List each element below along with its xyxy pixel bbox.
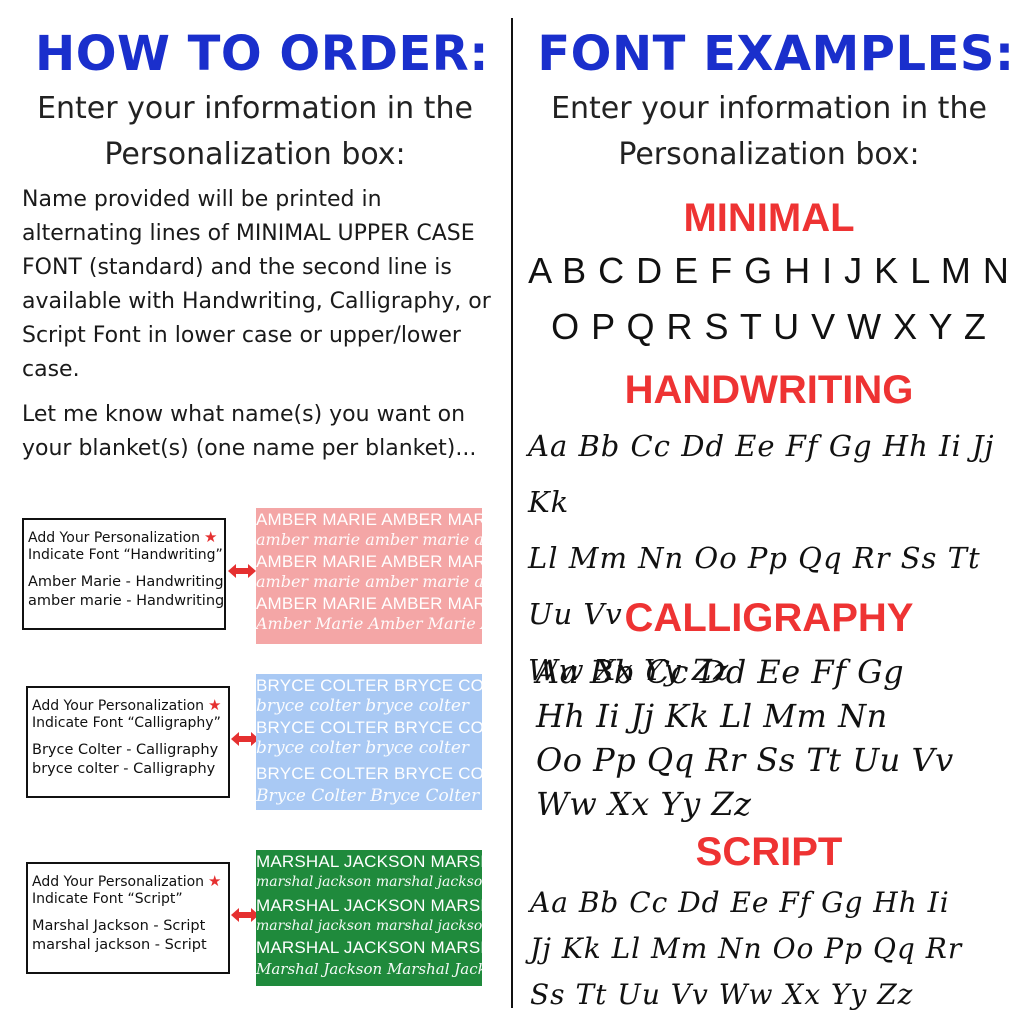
preview-lower-line: bryce colter bryce colter [256, 738, 470, 758]
preview-upper-line: MARSHAL JACKSON MARSHAL [256, 938, 482, 957]
column-divider [511, 18, 513, 1008]
box-heading: Add Your Personalization [28, 530, 201, 546]
calligraphy-heading: CALLIGRAPHY [624, 596, 914, 640]
box-heading: Add Your Personalization [32, 698, 205, 714]
double-arrow-icon [231, 732, 259, 746]
minimal-alphabet-row-1: A B C D E F G H I J K L M N [528, 250, 1010, 291]
calligraphy-row: Ww Xx Yy Zz [536, 785, 752, 823]
font-examples-title: FONT EXAMPLES: [537, 26, 1015, 82]
box-font-instruction: Indicate Font “Calligraphy” [32, 715, 221, 731]
handwriting-row: Aa Bb Cc Dd Ee Ff Gg Hh Ii Jj Kk [528, 429, 995, 519]
calligraphy-alphabet: Aa Bb Cc Dd Ee Ff Gg Hh Ii Jj Kk Ll Mm N… [536, 650, 1024, 826]
preview-upper-line: BRYCE COLTER BRYCE COLTER [256, 676, 482, 695]
preview-lower-line: bryce colter bryce colter [256, 696, 470, 716]
box-name-upper: Bryce Colter - Calligraphy [32, 742, 219, 758]
personalization-box: Add Your Personalization★ Indicate Font … [26, 862, 230, 974]
box-name-lower: bryce colter - Calligraphy [32, 761, 216, 777]
preview-upper-line: AMBER MARIE AMBER MARIE [256, 594, 482, 613]
box-font-instruction: Indicate Font “Script” [32, 891, 183, 907]
how-to-order-title: HOW TO ORDER: [35, 26, 489, 82]
preview-upper-line: MARSHAL JACKSON MARSHAL [256, 896, 482, 915]
how-to-order-subtitle: Enter your information in the Personaliz… [0, 86, 510, 178]
minimal-heading: MINIMAL [683, 196, 855, 240]
preview-upper-line: BRYCE COLTER BRYCE COLTER [256, 718, 482, 737]
preview-lower-line: marshal jackson marshal jackson marshal [256, 918, 482, 934]
handwriting-row: Ww Xx Yy Zz [528, 653, 730, 687]
preview-lower-line: amber marie amber marie amber marie [256, 530, 482, 549]
box-name-upper: Marshal Jackson - Script [32, 918, 206, 934]
preview-lower-line: marshal jackson marshal jackson marshal [256, 874, 482, 890]
script-row: Aa Bb Cc Dd Ee Ff Gg Hh Ii [530, 886, 950, 919]
preview-lower-line: amber marie amber marie amber marie [256, 572, 482, 591]
script-row: Ss Tt Uu Vv Ww Xx Yy Zz [530, 978, 914, 1011]
double-arrow-icon [231, 908, 259, 922]
subtitle-line-1: Enter your information in the [37, 91, 473, 126]
preview-upper-line: AMBER MARIE AMBER MARIE [256, 552, 482, 571]
script-row: Jj Kk Ll Mm Nn Oo Pp Qq Rr [530, 932, 963, 965]
preview-mixed-line: Amber Marie Amber Marie Amber [256, 614, 482, 633]
preview-upper-line: BRYCE COLTER BRYCE COLTER [256, 764, 482, 783]
double-arrow-icon [228, 564, 256, 578]
star-icon: ★ [204, 528, 218, 546]
preview-mixed-line: Marshal Jackson Marshal Jackson M [256, 960, 482, 978]
preview-upper-line: MARSHAL JACKSON MARSHAL [256, 852, 482, 871]
font-examples-subtitle: Enter your information in the Personaliz… [514, 86, 1024, 178]
handwriting-row: Ll Mm Nn Oo Pp Qq Rr Ss Tt Uu Vv [528, 541, 981, 631]
subtitle-line-2: Personalization box: [618, 137, 920, 172]
subtitle-line-1: Enter your information in the [551, 91, 987, 126]
blanket-preview-blue: BRYCE COLTER BRYCE COLTER bryce colter b… [256, 674, 482, 810]
instructions-paragraph: Name provided will be printed in alterna… [22, 187, 491, 382]
box-name-upper: Amber Marie - Handwriting [28, 574, 224, 590]
name-request-paragraph: Let me know what name(s) you want on you… [22, 402, 477, 461]
calligraphy-row: Oo Pp Qq Rr Ss Tt Uu Vv [536, 741, 954, 779]
box-name-lower: marshal jackson - Script [32, 937, 207, 953]
calligraphy-row: Aa Bb Cc Dd Ee Ff Gg [536, 653, 905, 691]
box-name-lower: amber marie - Handwriting [28, 593, 225, 609]
preview-upper-line: AMBER MARIE AMBER MARIE [256, 510, 482, 529]
personalization-box: Add Your Personalization★ Indicate Font … [22, 518, 226, 630]
box-font-instruction: Indicate Font “Handwriting” [28, 547, 223, 563]
handwriting-heading: HANDWRITING [624, 368, 914, 412]
calligraphy-row: Hh Ii Jj Kk Ll Mm Nn [536, 697, 888, 735]
minimal-alphabet-row-2: O P Q R S T U V W X Y Z [551, 306, 987, 347]
star-icon: ★ [208, 872, 222, 890]
subtitle-line-2: Personalization box: [104, 137, 406, 172]
personalization-box: Add Your Personalization★ Indicate Font … [26, 686, 230, 798]
script-heading: SCRIPT [695, 830, 843, 874]
star-icon: ★ [208, 696, 222, 714]
blanket-preview-green: MARSHAL JACKSON MARSHAL marshal jackson … [256, 850, 482, 986]
box-heading: Add Your Personalization [32, 874, 205, 890]
script-alphabet: Aa Bb Cc Dd Ee Ff Gg Hh Ii Jj Kk Ll Mm N… [530, 880, 1020, 1018]
handwriting-alphabet: Aa Bb Cc Dd Ee Ff Gg Hh Ii Jj Kk Ll Mm N… [528, 418, 1018, 698]
blanket-preview-pink: AMBER MARIE AMBER MARIE amber marie ambe… [256, 508, 482, 644]
preview-mixed-line: Bryce Colter Bryce Colter [256, 786, 480, 806]
